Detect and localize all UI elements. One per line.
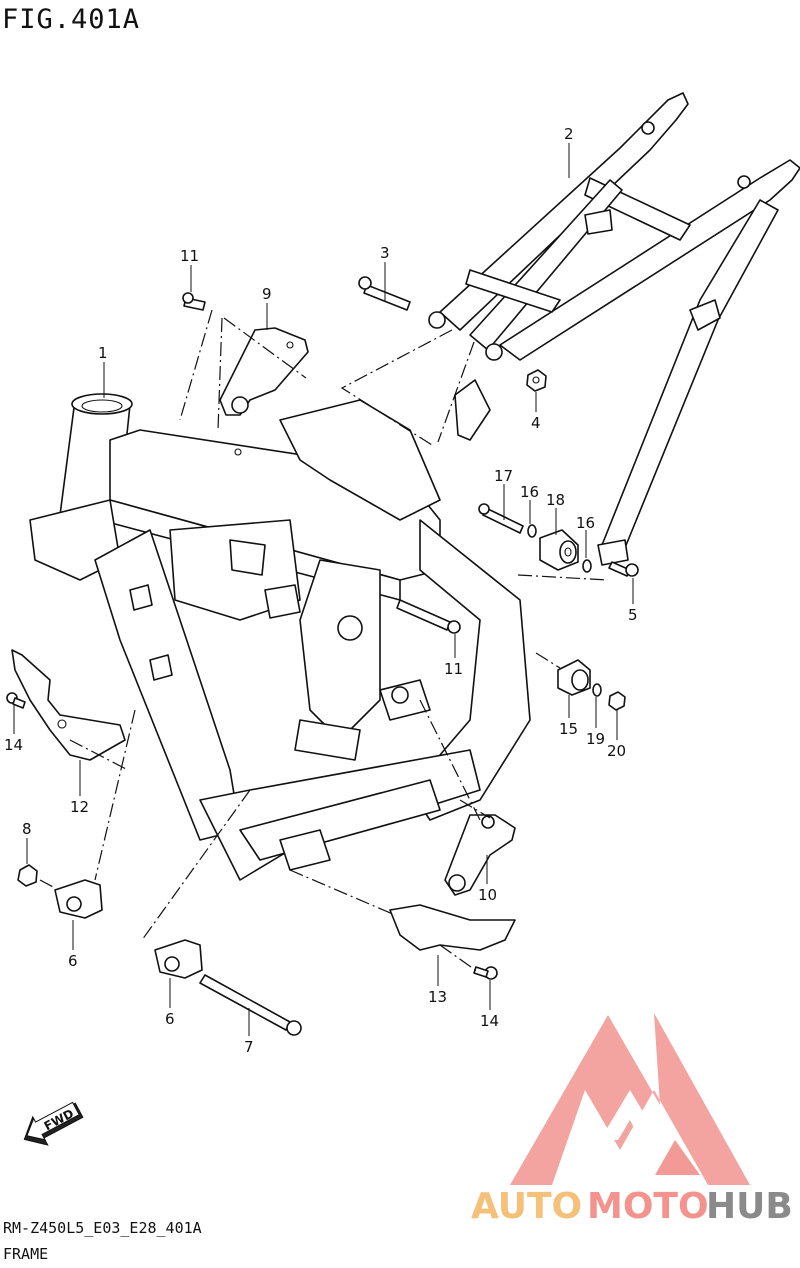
callout-13: 13 (428, 988, 447, 1006)
main-frame (29, 393, 531, 881)
part-14-bolt-left (6, 692, 26, 709)
rear-subframe (428, 92, 800, 566)
part-11-bolt-lower (396, 599, 461, 634)
part-17-bolt (478, 503, 524, 534)
part-12-guard (11, 649, 126, 761)
part-3-bolt (358, 276, 411, 311)
part-9-bracket (219, 327, 309, 416)
watermark-text: AUTO MOTO HUB (471, 1186, 793, 1227)
figure-code: RM-Z450L5_E03_E28_401A (3, 1219, 202, 1237)
figure-title: FIG.401A (2, 4, 141, 35)
callout-4: 4 (531, 414, 541, 432)
callout-14-right: 14 (480, 1012, 499, 1030)
part-20-nut (608, 691, 626, 711)
callout-6-lower: 6 (165, 1010, 175, 1028)
callout-16-right: 16 (576, 514, 595, 532)
callout-2: 2 (564, 125, 574, 143)
callout-12: 12 (70, 798, 89, 816)
part-15-bushing (557, 659, 591, 696)
part-14-bolt-right (473, 966, 498, 980)
alignment-lines (39, 309, 609, 973)
part-16-washer-right (582, 559, 592, 573)
part-10-bracket (444, 814, 516, 896)
callout-8: 8 (22, 820, 32, 838)
watermark-hub: HUB (706, 1186, 793, 1227)
watermark-logo (510, 1013, 750, 1185)
watermark-moto: MOTO (587, 1186, 709, 1227)
callout-3: 3 (380, 244, 390, 262)
part-16-washer-left (527, 524, 537, 538)
callout-9: 9 (262, 285, 272, 303)
callout-17: 17 (494, 467, 513, 485)
part-19-washer (592, 683, 602, 697)
part-6-collar-upper (54, 879, 103, 919)
leader-lines (13, 143, 634, 1036)
callout-18: 18 (546, 491, 565, 509)
figure-name: FRAME (3, 1245, 49, 1263)
callout-20: 20 (607, 742, 626, 760)
callout-11-upper: 11 (180, 247, 199, 265)
callout-19: 19 (586, 730, 605, 748)
callout-14-left: 14 (4, 736, 23, 754)
callout-5: 5 (628, 606, 638, 624)
callout-6-upper: 6 (68, 952, 78, 970)
part-7-long-bolt (199, 974, 302, 1036)
callout-1: 1 (98, 344, 108, 362)
part-5-bolt (608, 561, 639, 577)
callout-11-lower: 11 (444, 660, 463, 678)
callout-labels: 1 2 3 4 5 6 6 7 8 9 10 11 11 12 13 14 14… (4, 125, 638, 1056)
callout-16-left: 16 (520, 483, 539, 501)
fwd-arrow-badge: FWD (23, 1101, 84, 1146)
part-18-bushing (539, 529, 579, 571)
part-8-nut (17, 864, 38, 887)
callout-10: 10 (478, 886, 497, 904)
part-13-guard (389, 904, 516, 951)
watermark-auto: AUTO (471, 1186, 582, 1227)
callout-15: 15 (559, 720, 578, 738)
part-11-bolt-upper (182, 292, 206, 311)
part-6-collar-lower (154, 939, 203, 979)
callout-7: 7 (244, 1038, 254, 1056)
part-4-nut (526, 369, 547, 392)
